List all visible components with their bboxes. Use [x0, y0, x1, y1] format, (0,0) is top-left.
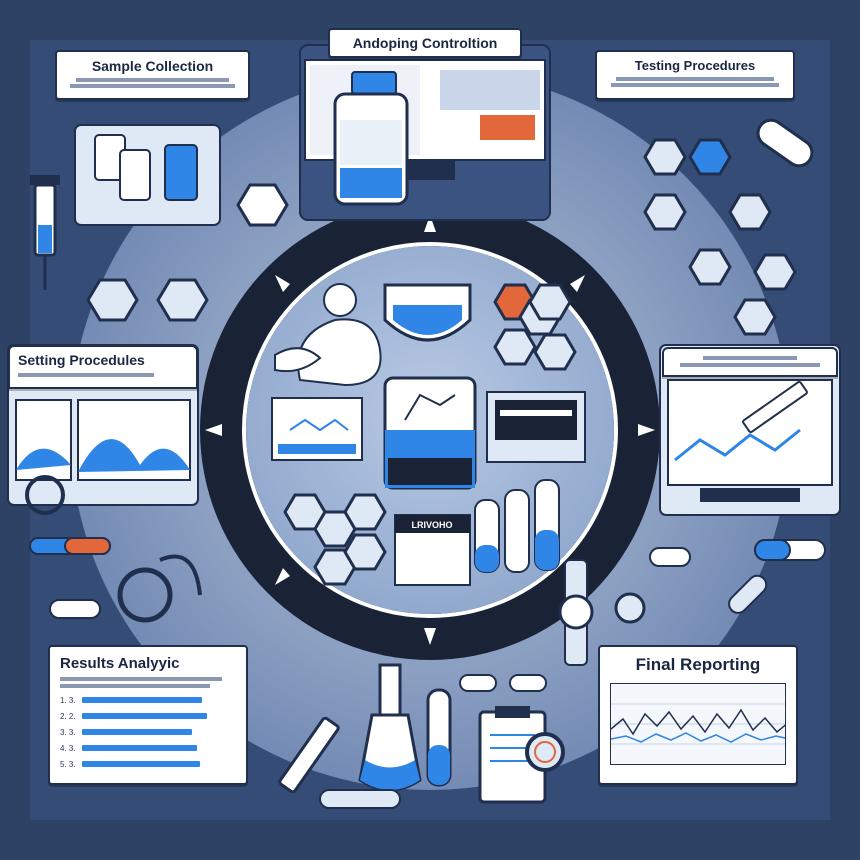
syringe-icon-right [742, 380, 808, 434]
inner-hexagon-cluster [493, 283, 577, 371]
final-reporting-sparkline [611, 703, 785, 745]
shield-icon [383, 283, 472, 342]
list-item-number: 2. 2. [60, 711, 76, 721]
molecule-card-left [271, 397, 363, 461]
setting-procedules-title: Setting Procedules [18, 352, 145, 368]
arrow-left [205, 424, 222, 436]
arrow-top-right [570, 275, 585, 292]
stethoscope-icon [117, 554, 202, 623]
list-item: 3. 3. [60, 724, 236, 740]
arrow-right [638, 424, 655, 436]
arrow-top-left [275, 275, 290, 292]
report-card-label: LRIVOHO [411, 520, 452, 530]
pills-right [614, 539, 826, 624]
hexagon-cluster-bottom [283, 493, 387, 586]
arrow-bottom-left [275, 568, 290, 585]
results-analysis-box: Results Analyyic 1. 3. 2. 2. 3. 3. 4. 3.… [48, 645, 248, 785]
results-list: 1. 3. 2. 2. 3. 3. 4. 3. 5. 3. [60, 692, 236, 772]
hexagon-icons-left [86, 183, 289, 322]
sample-collection-box: Sample Collection [55, 50, 250, 100]
final-reporting-title: Final Reporting [635, 655, 761, 674]
list-item: 2. 2. [60, 708, 236, 724]
watch-icon [558, 559, 594, 666]
bottle-icon [333, 71, 409, 206]
final-reporting-chart [610, 683, 786, 765]
testing-procedures-lines [607, 77, 783, 87]
list-item: 4. 3. [60, 740, 236, 756]
test-tube-bottom [426, 688, 452, 787]
sample-collection-title: Sample Collection [91, 58, 214, 74]
setting-procedules-box: Setting Procedules [8, 345, 198, 389]
list-item-number: 5. 3. [60, 759, 76, 769]
syringe-bottom [278, 716, 340, 794]
capsule-bottom [319, 674, 547, 809]
clipboard-icon [478, 706, 547, 804]
list-item-number: 3. 3. [60, 727, 76, 737]
testing-procedures-title: Testing Procedures [634, 58, 756, 73]
list-item-number: 1. 3. [60, 695, 76, 705]
ring-white-border [242, 242, 618, 618]
list-item: 5. 3. [60, 756, 236, 772]
vials-panel [74, 124, 221, 226]
syringe-icon-left [30, 175, 60, 290]
athlete-figure [274, 283, 382, 387]
header-title: Andoping Controltion [352, 35, 498, 51]
list-item: 1. 3. [60, 692, 236, 708]
pill-row-left [29, 537, 111, 619]
list-item-number: 4. 3. [60, 743, 76, 753]
sample-collection-lines [67, 78, 238, 88]
pill-icon-top-right [756, 118, 814, 168]
header-title-box: Andoping Controltion [328, 28, 522, 58]
results-analysis-title: Results Analyyic [60, 655, 180, 672]
arrow-bottom [424, 628, 436, 645]
magnifier-icon [525, 732, 565, 772]
report-card-center: LRIVOHO [394, 514, 471, 586]
arrow-top [424, 215, 436, 232]
test-tubes-center [474, 479, 560, 573]
hexagon-molecule-top-right [643, 138, 797, 336]
screen-card-right [486, 391, 586, 463]
final-reporting-box: Final Reporting [598, 645, 798, 785]
testing-procedures-box: Testing Procedures [595, 50, 795, 100]
molecule-card-center [383, 376, 477, 490]
right-monitor-header [662, 347, 838, 377]
